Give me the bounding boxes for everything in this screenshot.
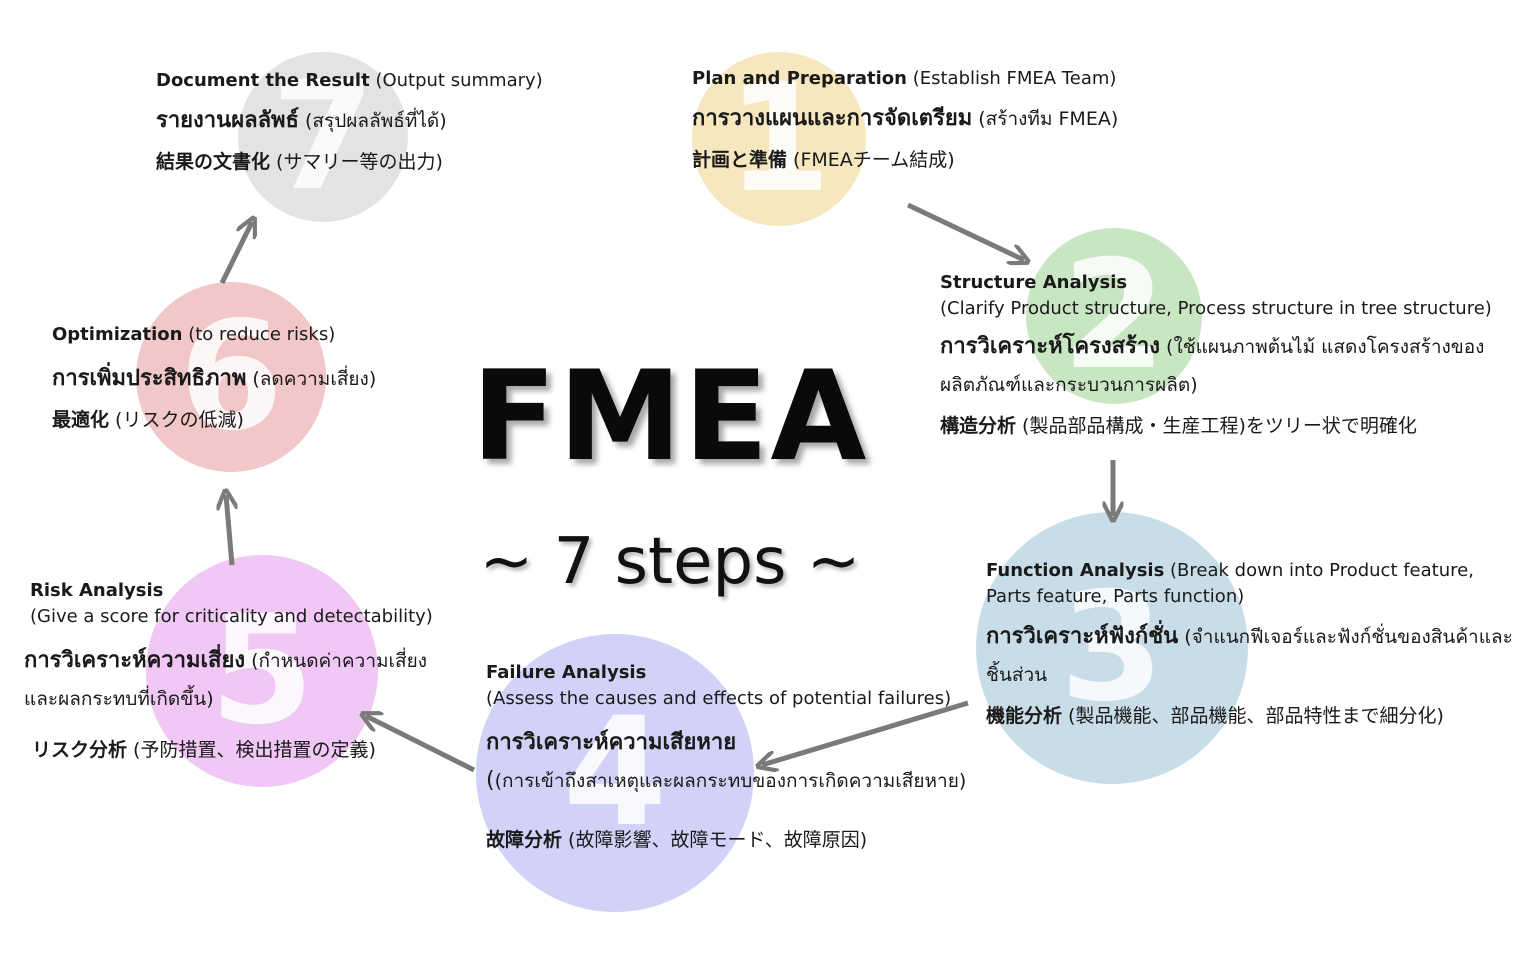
step-3-jp-desc: (製品機能、部品機能、部品特性まで細分化) bbox=[1062, 705, 1444, 727]
step-5-th-desc: (กำหนดค่าความเสี่ยงและผลกระทบที่เกิดขึ้น… bbox=[24, 650, 428, 710]
step-6-japanese: 最適化 (リスクの低減) bbox=[52, 406, 452, 434]
step-4-english-desc: (Assess the causes and effects of potent… bbox=[486, 688, 952, 709]
step-3-circle: 3 bbox=[976, 512, 1248, 784]
step-6-jp-desc: (リスクの低減) bbox=[109, 409, 244, 431]
step-5-circle: 5 bbox=[146, 555, 378, 787]
step-1-circle: 1 bbox=[692, 52, 866, 226]
step-5-en-title: Risk Analysis bbox=[30, 580, 164, 601]
step-1-english: Plan and Preparation (Establish FMEA Tea… bbox=[692, 66, 1172, 92]
step-3-japanese: 機能分析 (製品機能、部品機能、部品特性まで細分化) bbox=[986, 702, 1526, 730]
step-2-english-desc: (Clarify Product structure, Process stru… bbox=[940, 298, 1492, 319]
step-3-th-desc: (จำแนกฟีเจอร์และฟังก์ชั่นของสินค้าและชิ้… bbox=[986, 626, 1513, 686]
step-5-th-title: การวิเคราะห์ความเสี่ยง bbox=[24, 648, 246, 673]
step-7-circle: 7 bbox=[238, 52, 408, 222]
step-2-jp-desc: (製品部品構成・生産工程)をツリー状で明確化 bbox=[1016, 415, 1417, 437]
step-1-jp-title: 計画と準備 bbox=[692, 149, 788, 171]
step-5-english: Risk Analysis bbox=[30, 578, 454, 604]
step-7-english: Document the Result (Output summary) bbox=[156, 68, 556, 94]
step-1-jp-desc: (FMEAチーム結成) bbox=[787, 149, 955, 171]
step-3-text: Function Analysis (Break down into Produ… bbox=[986, 558, 1526, 730]
step-7-thai: รายงานผลลัพธ์ (สรุปผลลัพธ์ที่ได้) bbox=[156, 102, 556, 140]
step-6-jp-title: 最適化 bbox=[52, 409, 110, 431]
step-5-number: 5 bbox=[209, 584, 315, 758]
step-4-text: Failure Analysis (Assess the causes and … bbox=[486, 660, 1026, 854]
step-2-th-desc: (ใช้แผนภาพต้นไม้ แสดงโครงสร้างของผลิตภัณ… bbox=[940, 336, 1485, 396]
step-3-jp-title: 機能分析 bbox=[986, 705, 1063, 727]
step-2-en-title: Structure Analysis bbox=[940, 272, 1128, 293]
step-3-english: Function Analysis (Break down into Produ… bbox=[986, 558, 1521, 610]
step-2-text: Structure Analysis (Clarify Product stru… bbox=[940, 270, 1500, 440]
step-3-th-title: การวิเคราะห์ฟังก์ชั่น bbox=[986, 624, 1179, 649]
step-1-th-title: การวางแผนและการจัดเตรียม bbox=[692, 106, 973, 131]
diagram-subtitle: ~ 7 steps ~ bbox=[479, 525, 861, 599]
arrow-1-to-2 bbox=[906, 202, 1024, 260]
arrow-4-to-5 bbox=[366, 716, 476, 773]
step-6-circle: 6 bbox=[136, 282, 326, 472]
step-1-japanese: 計画と準備 (FMEAチーム結成) bbox=[692, 146, 1172, 174]
step-5-japanese: リスク分析 (予防措置、検出措置の定義) bbox=[32, 736, 454, 764]
arrow-3-to-4 bbox=[762, 700, 969, 765]
step-7-jp-title: 結果の文書化 bbox=[156, 151, 271, 173]
step-1-en-desc: (Establish FMEA Team) bbox=[907, 68, 1117, 89]
step-2-number: 2 bbox=[1061, 229, 1167, 403]
step-1-text: Plan and Preparation (Establish FMEA Tea… bbox=[692, 66, 1172, 174]
step-1-en-title: Plan and Preparation bbox=[692, 68, 907, 89]
diagram-title: FMEA bbox=[471, 345, 869, 489]
step-6-th-desc: (ลดความเสี่ยง) bbox=[246, 368, 377, 390]
step-7-th-desc: (สรุปผลลัพธ์ที่ได้) bbox=[298, 110, 447, 132]
step-5-thai: การวิเคราะห์ความเสี่ยง (กำหนดค่าความเสี่… bbox=[24, 642, 434, 718]
step-7-japanese: 結果の文書化 (サマリー等の出力) bbox=[156, 148, 556, 176]
step-2-circle: 2 bbox=[1026, 228, 1202, 404]
step-3-number: 3 bbox=[1059, 561, 1165, 735]
arrow-5-to-6 bbox=[226, 495, 232, 566]
arrow-6-to-7 bbox=[219, 222, 252, 285]
step-2-japanese: 構造分析 (製品部品構成・生産工程)をツリー状で明確化 bbox=[940, 412, 1500, 440]
step-4-number: 4 bbox=[562, 686, 668, 860]
step-7-th-title: รายงานผลลัพธ์ bbox=[156, 108, 299, 133]
step-1-thai: การวางแผนและการจัดเตรียม (สร้างทีม FMEA) bbox=[692, 100, 1172, 138]
step-2-jp-title: 構造分析 bbox=[940, 415, 1017, 437]
step-5-jp-desc: (予防措置、検出措置の定義) bbox=[127, 739, 376, 761]
step-4-en-title: Failure Analysis bbox=[486, 662, 647, 683]
step-6-en-title: Optimization bbox=[52, 324, 183, 345]
step-6-number: 6 bbox=[178, 290, 284, 464]
step-5-jp-title: リスク分析 bbox=[32, 739, 128, 761]
step-4-jp-desc: (故障影響、故障モード、故障原因) bbox=[562, 829, 868, 851]
step-6-text: Optimization (to reduce risks) การเพิ่มป… bbox=[52, 322, 452, 434]
step-6-en-desc: (to reduce risks) bbox=[182, 324, 336, 345]
step-7-number: 7 bbox=[270, 50, 376, 224]
step-6-th-title: การเพิ่มประสิทธิภาพ bbox=[52, 366, 247, 391]
step-2-english: Structure Analysis bbox=[940, 270, 1500, 296]
step-3-en-desc: (Break down into Product feature, Parts … bbox=[986, 560, 1474, 607]
step-7-en-desc: (Output summary) bbox=[369, 70, 543, 91]
step-6-thai: การเพิ่มประสิทธิภาพ (ลดความเสี่ยง) bbox=[52, 360, 452, 398]
step-7-en-title: Document the Result bbox=[156, 70, 370, 91]
step-1-th-desc: (สร้างทีม FMEA) bbox=[972, 108, 1119, 130]
step-3-en-title: Function Analysis bbox=[986, 560, 1165, 581]
step-1-number: 1 bbox=[726, 52, 832, 226]
step-2-thai: การวิเคราะห์โครงสร้าง (ใช้แผนภาพต้นไม้ แ… bbox=[940, 328, 1490, 404]
step-4-thai-desc: ((การเข้าถึงสาเหตุและผลกระทบของการเกิดคว… bbox=[486, 768, 967, 793]
step-2-th-title: การวิเคราะห์โครงสร้าง bbox=[940, 334, 1160, 359]
step-4-jp-title: 故障分析 bbox=[486, 829, 563, 851]
step-7-jp-desc: (サマリー等の出力) bbox=[270, 151, 443, 173]
step-3-thai: การวิเคราะห์ฟังก์ชั่น (จำแนกฟีเจอร์และฟั… bbox=[986, 618, 1526, 694]
step-4-thai-title: การวิเคราะห์ความเสียหาย bbox=[486, 730, 737, 755]
step-5-text: Risk Analysis (Give a score for critical… bbox=[24, 578, 454, 764]
step-7-text: Document the Result (Output summary) ราย… bbox=[156, 68, 556, 176]
step-4-circle: 4 bbox=[476, 634, 754, 912]
step-5-english-desc: (Give a score for criticality and detect… bbox=[30, 606, 433, 627]
step-4-english: Failure Analysis bbox=[486, 660, 1026, 686]
step-6-english: Optimization (to reduce risks) bbox=[52, 322, 452, 348]
step-4-japanese: 故障分析 (故障影響、故障モード、故障原因) bbox=[486, 826, 1026, 854]
